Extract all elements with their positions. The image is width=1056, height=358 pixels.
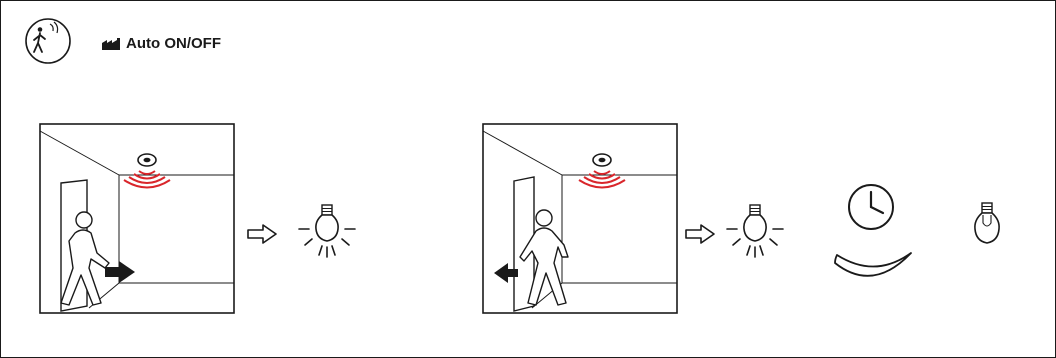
light-bulb-on-icon (295, 199, 359, 263)
ceiling-sensor-icon (117, 151, 177, 197)
motion-sensor-person-icon (23, 16, 73, 66)
page-title: Auto ON/OFF (126, 35, 221, 52)
curved-arc-icon (833, 249, 913, 285)
outline-arrow-right-icon (684, 223, 716, 245)
outline-arrow-right-icon (246, 223, 278, 245)
factory-default-icon (102, 38, 122, 50)
ceiling-sensor-icon (572, 151, 632, 197)
clock-icon (845, 181, 897, 233)
light-bulb-on-icon (723, 199, 787, 263)
light-bulb-off-icon (969, 201, 1005, 247)
